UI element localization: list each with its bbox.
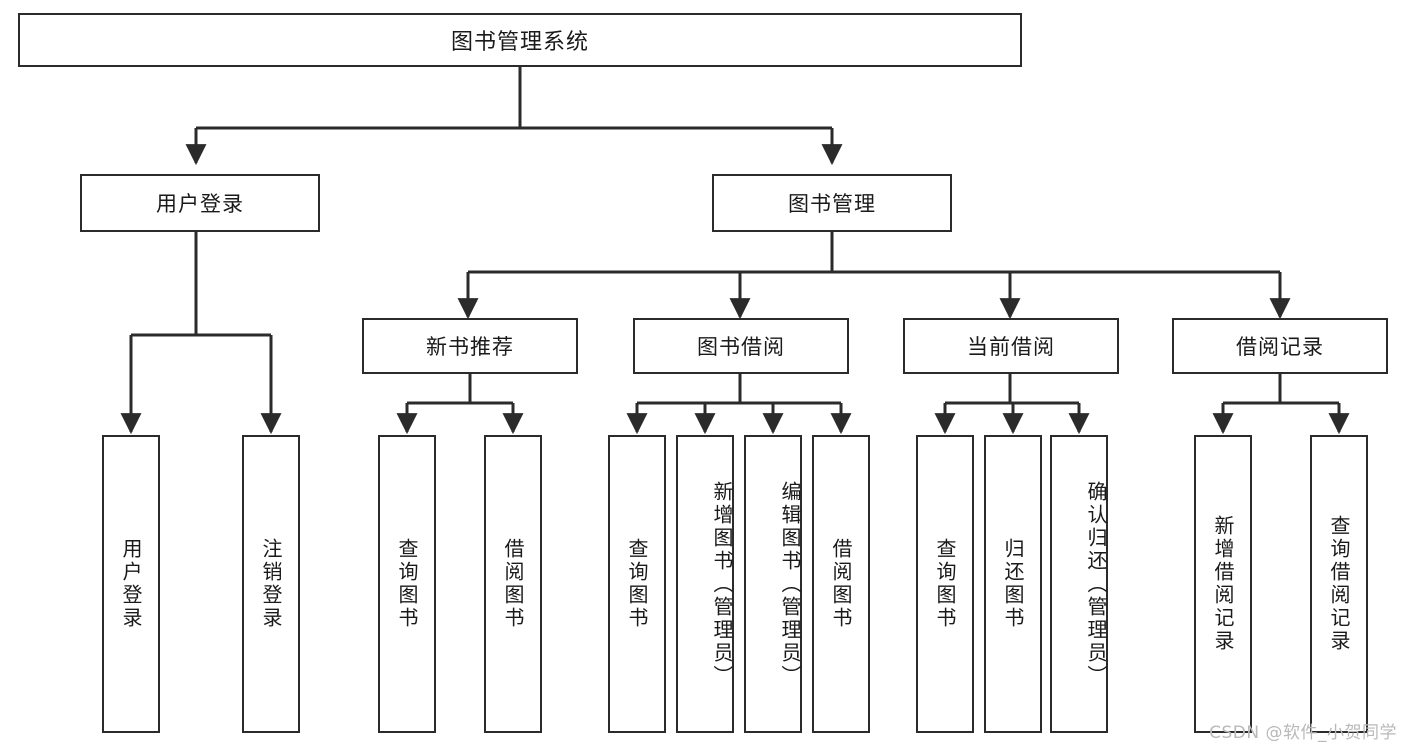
node-borrow-record[interactable]: 借阅记录 xyxy=(1172,318,1388,374)
watermark-text: CSDN @软件_小贺同学 xyxy=(1209,723,1397,743)
node-book-management[interactable]: 图书管理 xyxy=(712,174,952,232)
node-new-book-recommend[interactable]: 新书推荐 xyxy=(362,318,578,374)
node-label: 借阅记录 xyxy=(1236,335,1324,359)
leaf-borrow-add-book-admin[interactable]: 新增图书（管理员） xyxy=(676,435,734,733)
leaf-borrow-query-book[interactable]: 查询图书 xyxy=(608,435,666,733)
node-user-login[interactable]: 用户登录 xyxy=(80,174,320,232)
node-root-book-management-system[interactable]: 图书管理系统 xyxy=(18,13,1022,67)
node-label: 借阅图书 xyxy=(501,538,525,630)
leaf-current-return-book[interactable]: 归还图书 xyxy=(984,435,1042,733)
node-label: 新增图书（管理员） xyxy=(710,480,734,688)
leaf-record-add-borrow-record[interactable]: 新增借阅记录 xyxy=(1194,435,1252,733)
leaf-new-book-query[interactable]: 查询图书 xyxy=(378,435,436,733)
leaf-current-confirm-return-admin[interactable]: 确认归还（管理员） xyxy=(1050,435,1108,733)
node-label: 查询图书 xyxy=(933,538,957,630)
node-label: 查询借阅记录 xyxy=(1327,515,1351,653)
leaf-new-book-borrow[interactable]: 借阅图书 xyxy=(484,435,542,733)
leaf-user-login-login[interactable]: 用户登录 xyxy=(102,435,160,733)
leaf-borrow-edit-book-admin[interactable]: 编辑图书（管理员） xyxy=(744,435,802,733)
node-label: 新增借阅记录 xyxy=(1211,515,1235,653)
leaf-record-query-borrow-record[interactable]: 查询借阅记录 xyxy=(1310,435,1368,733)
node-label: 查询图书 xyxy=(625,538,649,630)
node-label: 归还图书 xyxy=(1001,538,1025,630)
node-label: 当前借阅 xyxy=(967,335,1055,359)
node-label: 查询图书 xyxy=(395,538,419,630)
node-label: 注销登录 xyxy=(259,538,283,630)
node-label: 编辑图书（管理员） xyxy=(778,480,802,688)
node-label: 借阅图书 xyxy=(829,538,853,630)
node-label: 图书管理 xyxy=(788,192,876,216)
node-label: 用户登录 xyxy=(119,538,143,630)
leaf-user-login-logout[interactable]: 注销登录 xyxy=(242,435,300,733)
node-label: 图书管理系统 xyxy=(450,30,589,55)
node-label: 用户登录 xyxy=(156,192,244,216)
node-label: 新书推荐 xyxy=(426,335,514,359)
leaf-current-query-book[interactable]: 查询图书 xyxy=(916,435,974,733)
node-label: 图书借阅 xyxy=(697,335,785,359)
node-book-borrow[interactable]: 图书借阅 xyxy=(633,318,849,374)
node-current-borrow[interactable]: 当前借阅 xyxy=(903,318,1119,374)
node-label: 确认归还（管理员） xyxy=(1084,480,1108,688)
leaf-borrow-borrow-book[interactable]: 借阅图书 xyxy=(812,435,870,733)
